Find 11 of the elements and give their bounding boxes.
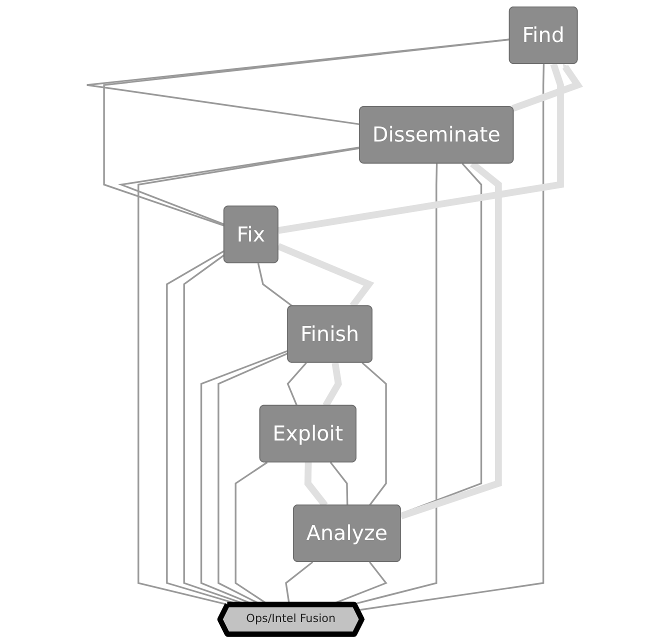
connector [257, 263, 292, 307]
connector [118, 146, 360, 226]
connector [102, 38, 510, 226]
connector [361, 362, 387, 506]
arrow [511, 64, 583, 112]
connector [322, 362, 342, 408]
connector [278, 62, 564, 234]
connector [357, 64, 544, 612]
connector [330, 462, 348, 506]
connector [86, 38, 510, 126]
connector [137, 147, 360, 606]
